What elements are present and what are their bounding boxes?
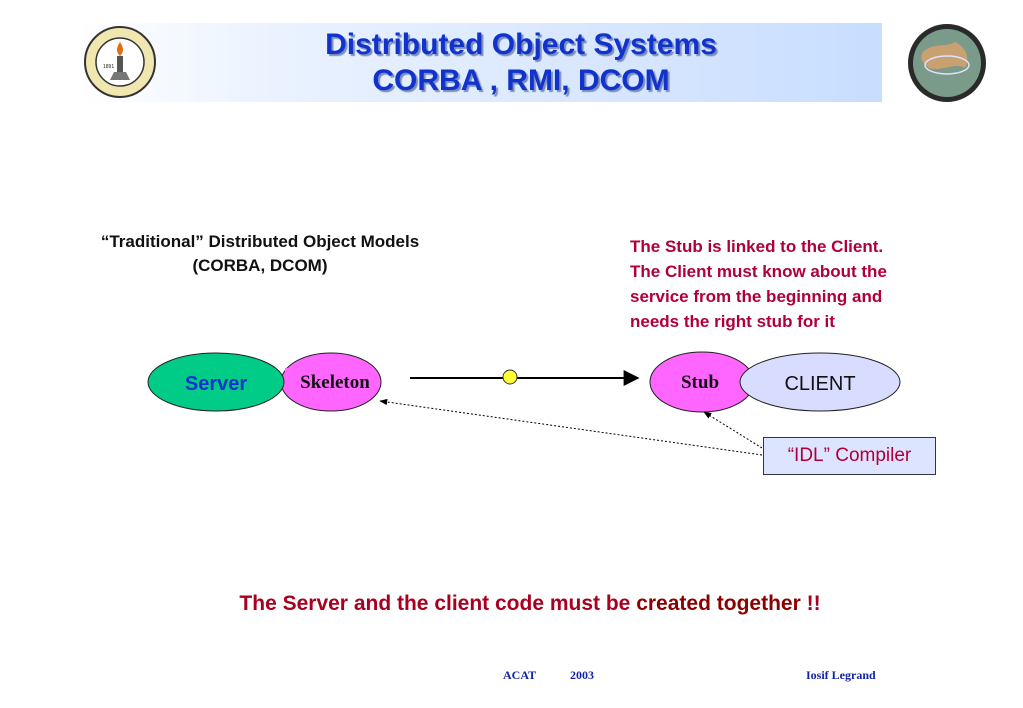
- caltech-logo: 1891: [84, 26, 156, 98]
- slide-title: Distributed Object Systems CORBA , RMI, …: [160, 27, 882, 99]
- footer-author: Iosif Legrand: [806, 668, 876, 682]
- note-line-1: The Stub is linked to the Client.: [630, 237, 884, 256]
- title-line-2: CORBA , RMI, DCOM: [372, 64, 670, 97]
- note-line-3: service from the beginning and: [630, 287, 883, 306]
- note-line-2: The Client must know about the: [630, 262, 887, 281]
- heading-line-2: (CORBA, DCOM): [192, 256, 328, 275]
- diagram-heading: “Traditional” Distributed Object Models …: [50, 230, 470, 278]
- footer-conference: ACAT: [503, 668, 537, 682]
- stub-note: The Stub is linked to the Client. The Cl…: [630, 234, 970, 334]
- skeleton-label: Skeleton: [300, 372, 370, 393]
- title-line-1: Distributed Object Systems: [325, 28, 717, 61]
- bottom-message: The Server and the client code must be c…: [100, 592, 960, 616]
- monalisa-logo: [908, 24, 986, 102]
- idl-compiler-box: “IDL” Compiler: [763, 437, 936, 475]
- idl-to-stub-arrow: [703, 411, 763, 449]
- stub-label: Stub: [681, 372, 719, 393]
- bottom-message-exclaim: !!: [800, 592, 821, 615]
- bottom-message-part-1: The Server and the client code must be: [239, 592, 637, 615]
- client-label: CLIENT: [784, 373, 855, 395]
- connection-node: [502, 369, 518, 385]
- client-ellipse: [739, 352, 901, 412]
- bottom-message-emphasis: created together: [636, 592, 801, 615]
- svg-text:1891: 1891: [103, 64, 114, 70]
- server-ellipse: [147, 352, 285, 412]
- server-label: Server: [185, 373, 247, 395]
- note-line-4: needs the right stub for it: [630, 312, 835, 331]
- title-bar: [77, 23, 882, 102]
- footer-year: 2003: [570, 668, 594, 682]
- idl-to-skeleton-arrow: [379, 398, 763, 456]
- heading-line-1: “Traditional” Distributed Object Models: [100, 232, 420, 251]
